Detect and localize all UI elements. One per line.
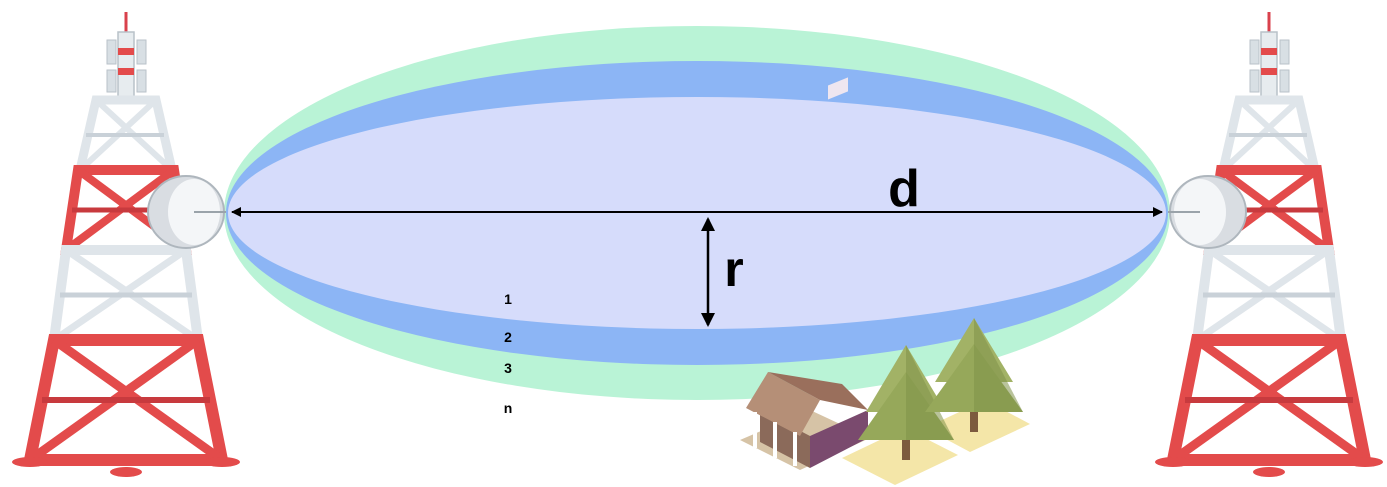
zone-3-label: 3 — [504, 360, 512, 376]
distance-label: d — [888, 160, 920, 218]
zone-1-label: 1 — [504, 291, 512, 307]
zone-n-label: n — [504, 400, 513, 416]
left-dish-icon — [147, 175, 226, 249]
ground-tile — [842, 428, 958, 485]
pine-tree-icon — [858, 345, 954, 460]
house-icon — [740, 77, 870, 470]
left-tower-icon — [12, 12, 240, 477]
zone-2-label: 2 — [504, 329, 512, 345]
radius-label: r — [724, 241, 743, 297]
right-dish-icon — [1168, 175, 1247, 249]
pine-tree-icon — [925, 318, 1023, 432]
